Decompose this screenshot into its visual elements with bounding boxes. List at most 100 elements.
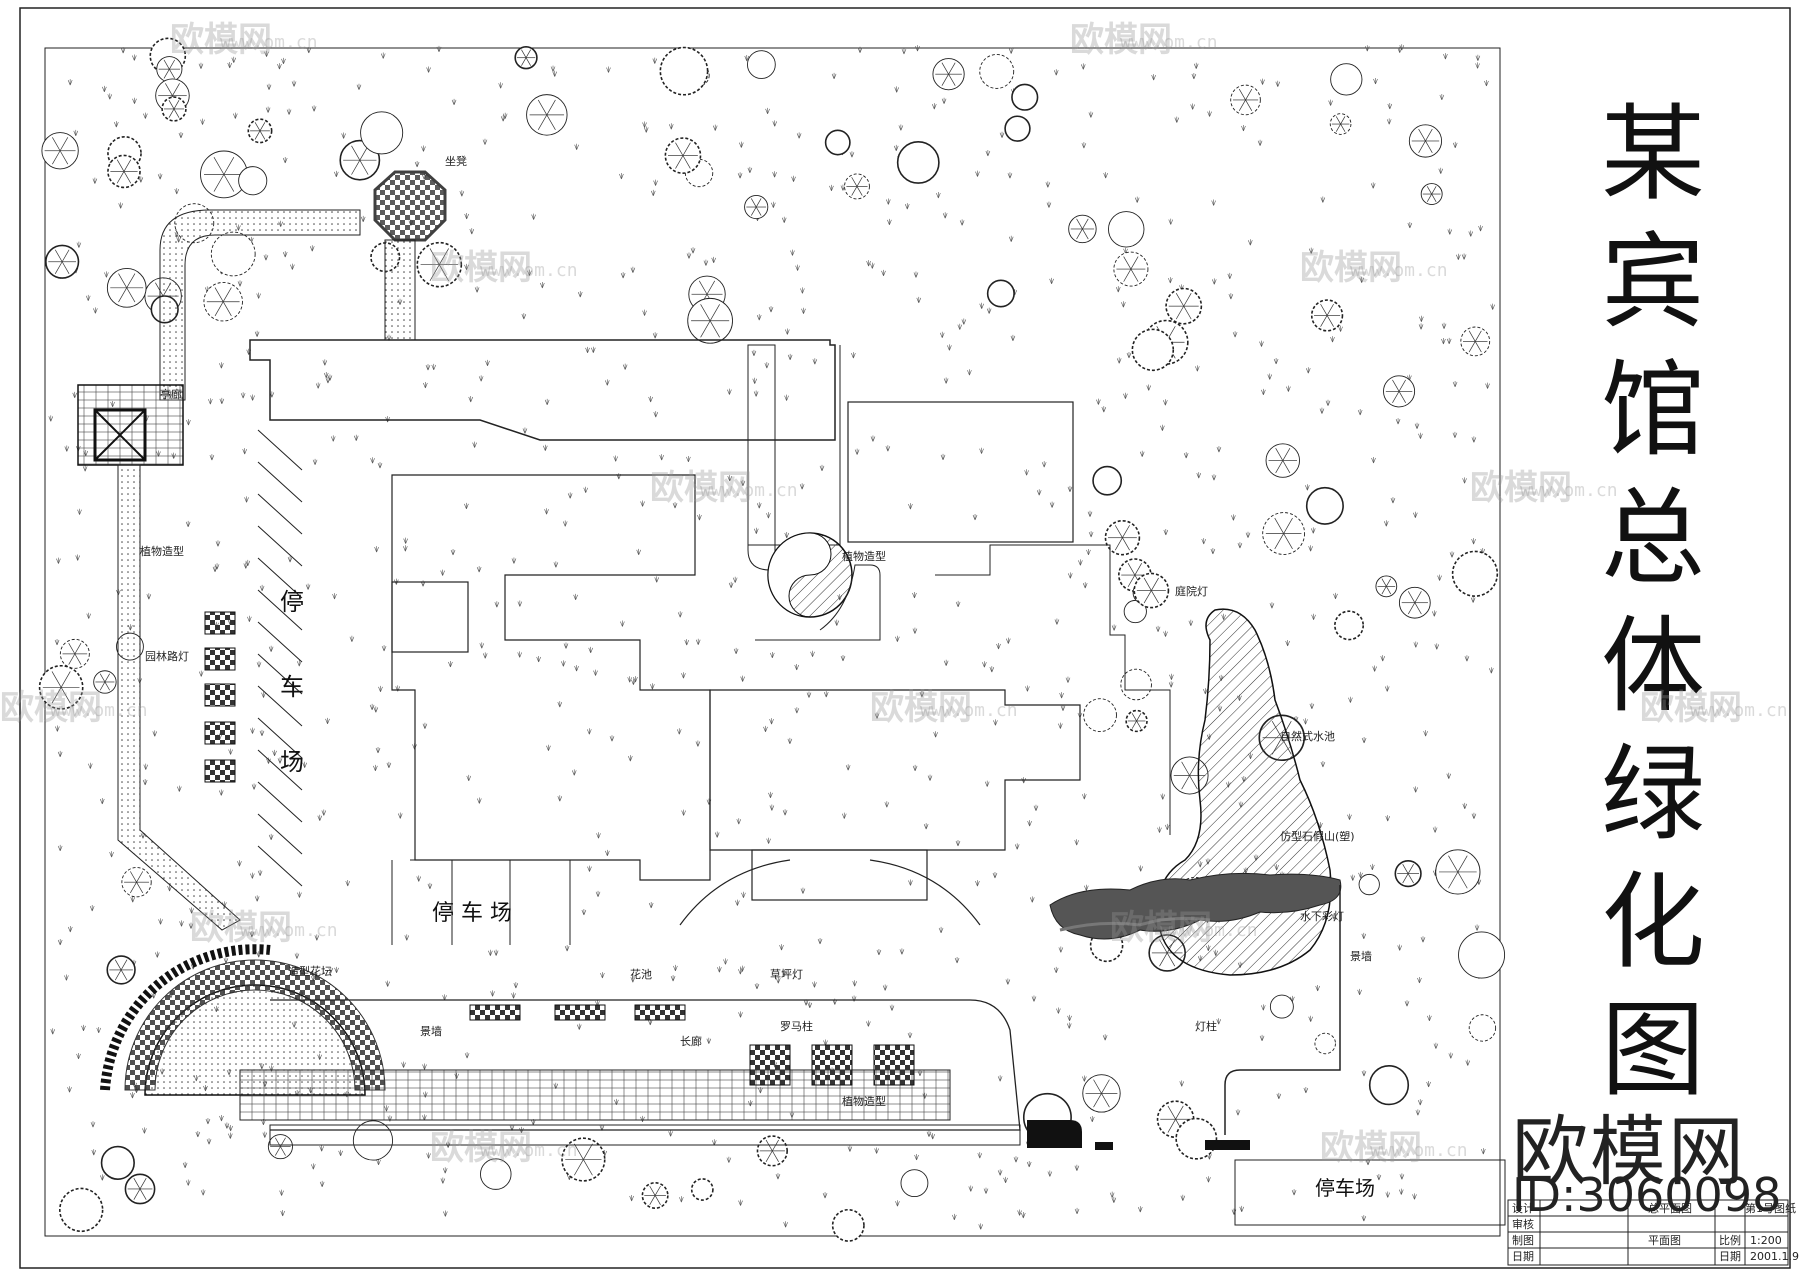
grass-mark: [488, 949, 493, 956]
grass-mark: [309, 245, 315, 252]
grass-mark: [714, 831, 720, 838]
grass-mark: [633, 676, 638, 683]
main-building: [391, 401, 1081, 926]
grass-mark: [1163, 399, 1168, 406]
tree: [514, 46, 538, 70]
tree: [1314, 1032, 1336, 1055]
grass-mark: [684, 639, 689, 646]
grass-mark: [1364, 45, 1370, 52]
tree: [756, 1135, 788, 1167]
grass-mark: [543, 444, 548, 451]
grass-mark: [1078, 559, 1083, 566]
corridor-path: [159, 209, 361, 401]
grass-mark: [1211, 474, 1217, 481]
grass-mark: [769, 718, 774, 725]
grass-mark: [373, 706, 379, 713]
parking-stripes: [257, 429, 303, 887]
grass-mark: [277, 63, 282, 70]
grass-mark: [76, 241, 82, 248]
grass-mark: [938, 926, 944, 934]
grass-mark: [476, 566, 482, 573]
grass-mark: [397, 812, 403, 819]
grass-mark: [54, 639, 60, 646]
grass-mark: [1160, 424, 1165, 431]
grass-mark: [752, 377, 758, 384]
grass-mark: [1168, 681, 1174, 688]
grass-mark: [812, 981, 817, 988]
grass-mark: [1088, 111, 1094, 118]
grass-mark: [940, 453, 946, 460]
grass-mark: [736, 818, 742, 825]
grass-mark: [228, 1124, 233, 1132]
label-plant-shape: 植物造型: [842, 549, 886, 563]
grass-mark: [1420, 936, 1426, 943]
grass-mark: [1319, 407, 1325, 414]
grass-mark: [1413, 786, 1418, 793]
grass-mark: [967, 369, 972, 376]
grass-mark: [847, 1145, 853, 1152]
grass-mark: [440, 569, 445, 576]
watermark: 欧模网: [190, 908, 292, 948]
grass-mark: [785, 328, 790, 335]
grass-mark: [642, 309, 647, 316]
grass-mark: [179, 920, 184, 927]
grass-mark: [1418, 323, 1424, 330]
grass-mark: [800, 287, 805, 294]
grass-mark: [912, 591, 917, 599]
pavilion-path: [384, 239, 416, 341]
grass-mark: [1385, 1191, 1391, 1198]
grass-mark: [1210, 547, 1216, 555]
grass-mark: [849, 151, 855, 158]
grass-mark: [1447, 228, 1453, 235]
grass-mark: [899, 948, 905, 955]
grass-mark: [1080, 63, 1086, 70]
grass-mark: [422, 1063, 427, 1070]
grass-mark: [1273, 358, 1279, 365]
grass-mark: [219, 1115, 224, 1122]
grass-mark: [227, 61, 232, 69]
grass-mark: [989, 666, 995, 673]
grass-mark: [56, 557, 61, 564]
grass-mark: [1320, 196, 1326, 203]
watermark-url: www.om.cn: [480, 260, 578, 281]
grass-mark: [1395, 418, 1401, 425]
tree: [664, 137, 702, 174]
tree: [59, 638, 90, 669]
grass-mark: [1305, 484, 1310, 491]
grass-mark: [1101, 406, 1107, 413]
tree: [1123, 599, 1147, 624]
tree: [1375, 575, 1398, 598]
watermark-url: www.om.cn: [240, 920, 338, 941]
grass-mark: [652, 57, 658, 64]
grass-mark: [425, 364, 431, 371]
grass-mark: [92, 177, 98, 184]
grass-mark: [1179, 1080, 1185, 1087]
tb-row: 制图: [1512, 1234, 1534, 1247]
grass-mark: [735, 899, 740, 906]
grass-mark: [983, 1187, 989, 1194]
grass-mark: [993, 719, 998, 726]
grass-mark: [1372, 665, 1377, 672]
grass-mark: [997, 1169, 1003, 1176]
grass-mark: [256, 661, 262, 668]
grass-mark: [386, 761, 392, 769]
brand-logo-text: 欧模网: [1512, 1107, 1746, 1196]
parking-stripe: [257, 525, 303, 567]
grass-mark: [311, 105, 317, 112]
grass-mark: [546, 744, 551, 751]
grass-mark: [557, 795, 563, 802]
grass-mark: [784, 532, 790, 539]
grass-mark: [305, 583, 311, 590]
grass-mark: [464, 502, 469, 509]
grass-mark: [81, 1024, 86, 1031]
grass-mark: [1308, 247, 1314, 254]
grass-mark: [596, 832, 601, 839]
tree: [1113, 251, 1149, 287]
grass-mark: [1338, 325, 1343, 332]
tree: [690, 1178, 714, 1201]
grass-mark: [1404, 1000, 1410, 1007]
title-char: 绿: [1600, 733, 1705, 855]
grass-mark: [57, 844, 63, 852]
grass-mark: [794, 663, 799, 671]
grass-mark: [1024, 469, 1029, 476]
